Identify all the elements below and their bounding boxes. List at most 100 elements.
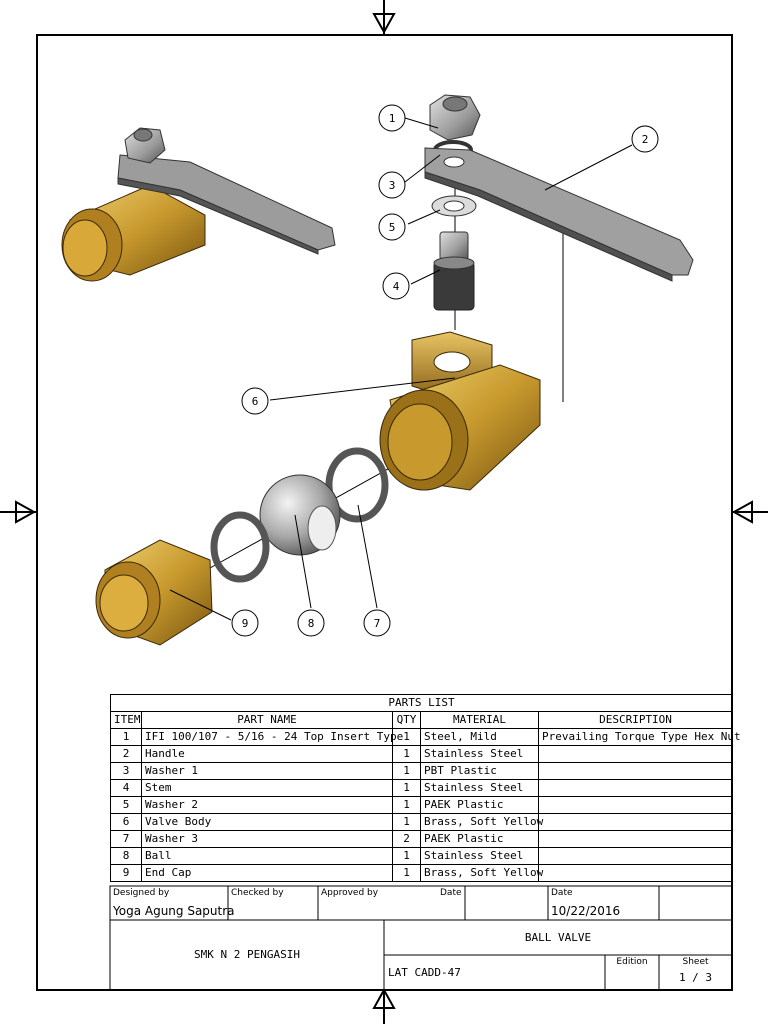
balloon-8 [297, 609, 325, 637]
balloon-2-label: 2 [642, 133, 649, 146]
cell-qty: 1 [392, 796, 421, 814]
organization-name: SMK N 2 PENGASIH [194, 948, 300, 961]
balloon-9 [231, 609, 259, 637]
balloon-2 [631, 125, 659, 153]
cell-material: Stainless Steel [420, 779, 539, 797]
cell-material: Brass, Soft Yellow [420, 864, 543, 882]
sheet-value: 1 / 3 [678, 971, 713, 984]
cell-part-name: IFI 100/107 - 5/16 - 24 Top Insert Type [141, 728, 403, 746]
header-item: ITEM [110, 711, 142, 729]
balloon-3 [378, 171, 406, 199]
edition-label: Edition [616, 957, 648, 967]
cell-qty: 1 [392, 847, 421, 865]
cell-material: PAEK Plastic [420, 796, 539, 814]
date-value: 10/22/2016 [551, 904, 621, 918]
sheet-label: Sheet [682, 957, 709, 967]
cell-qty: 1 [392, 762, 421, 780]
balloon-1 [378, 104, 406, 132]
drawing-number: LAT CADD-47 [388, 966, 461, 979]
date-label-approved: Date [440, 888, 462, 898]
cell-item: 9 [110, 864, 142, 882]
cell-item: 4 [110, 779, 142, 797]
cell-description [537, 847, 734, 865]
parts-list-table: PARTS LIST ITEM PART NAME QTY MATERIAL D… [109, 694, 741, 882]
cell-qty: 1 [392, 745, 421, 763]
cell-qty: 1 [392, 779, 421, 797]
cell-part-name: Washer 1 [141, 762, 393, 780]
cell-qty: 2 [392, 830, 421, 848]
header-material: MATERIAL [420, 711, 539, 729]
designed-by-label: Designed by [113, 888, 170, 898]
cell-item: 8 [110, 847, 142, 865]
header-part-name: PART NAME [141, 711, 393, 729]
parts-list-title-row: PARTS LIST [109, 694, 734, 712]
cell-material: PBT Plastic [420, 762, 539, 780]
checked-by-label: Checked by [231, 888, 284, 898]
cell-part-name: Stem [141, 779, 393, 797]
cell-description [537, 796, 734, 814]
cell-material: PAEK Plastic [420, 830, 539, 848]
balloon-6-label: 6 [252, 395, 259, 408]
designed-by-value: Yoga Agung Saputra [113, 904, 235, 918]
balloon-8-label: 8 [308, 617, 315, 630]
balloon-7 [363, 609, 391, 637]
cell-description [537, 830, 734, 848]
cell-part-name: End Cap [141, 864, 393, 882]
approved-by-label: Approved by [321, 888, 379, 898]
cell-item: 7 [110, 830, 142, 848]
balloon-5 [378, 213, 406, 241]
parts-list-title: PARTS LIST [109, 694, 734, 712]
cell-description [537, 864, 734, 882]
cell-description [537, 779, 734, 797]
cell-material: Brass, Soft Yellow [420, 813, 543, 831]
parts-list-header-row: ITEM PART NAME QTY MATERIAL DESCRIPTION [110, 711, 734, 729]
header-description: DESCRIPTION [537, 711, 734, 729]
cell-item: 5 [110, 796, 142, 814]
balloon-6 [241, 387, 269, 415]
cell-description [537, 762, 734, 780]
balloon-4-label: 4 [393, 280, 400, 293]
balloon-5-label: 5 [389, 221, 396, 234]
drawing-title: BALL VALVE [524, 931, 592, 944]
balloon-1-label: 1 [389, 112, 396, 125]
cell-part-name: Valve Body [141, 813, 393, 831]
cell-description [537, 745, 734, 763]
cell-material: Steel, Mild [420, 728, 539, 746]
balloon-leaders [169, 117, 633, 621]
date-label: Date [551, 888, 573, 898]
cell-qty: 1 [392, 813, 421, 831]
balloon-3-label: 3 [389, 179, 396, 192]
exploded-view-illustration [95, 94, 694, 646]
cell-description [537, 813, 734, 831]
cell-part-name: Ball [141, 847, 393, 865]
cell-part-name: Washer 3 [141, 830, 393, 848]
cell-qty: 1 [392, 864, 421, 882]
balloons [231, 104, 659, 637]
cell-item: 3 [110, 762, 142, 780]
cell-material: Stainless Steel [420, 745, 539, 763]
balloon-9-label: 9 [242, 617, 249, 630]
assembled-valve-illustration [61, 127, 336, 282]
cell-part-name: Washer 2 [141, 796, 393, 814]
title-block-lines [109, 885, 733, 991]
cell-description: Prevailing Torque Type Hex Nut [537, 728, 741, 746]
cell-item: 1 [110, 728, 142, 746]
cell-material: Stainless Steel [420, 847, 539, 865]
balloon-4 [382, 272, 410, 300]
cell-item: 6 [110, 813, 142, 831]
cell-part-name: Handle [141, 745, 393, 763]
header-qty: QTY [392, 711, 421, 729]
balloon-7-label: 7 [374, 617, 381, 630]
cell-item: 2 [110, 745, 142, 763]
